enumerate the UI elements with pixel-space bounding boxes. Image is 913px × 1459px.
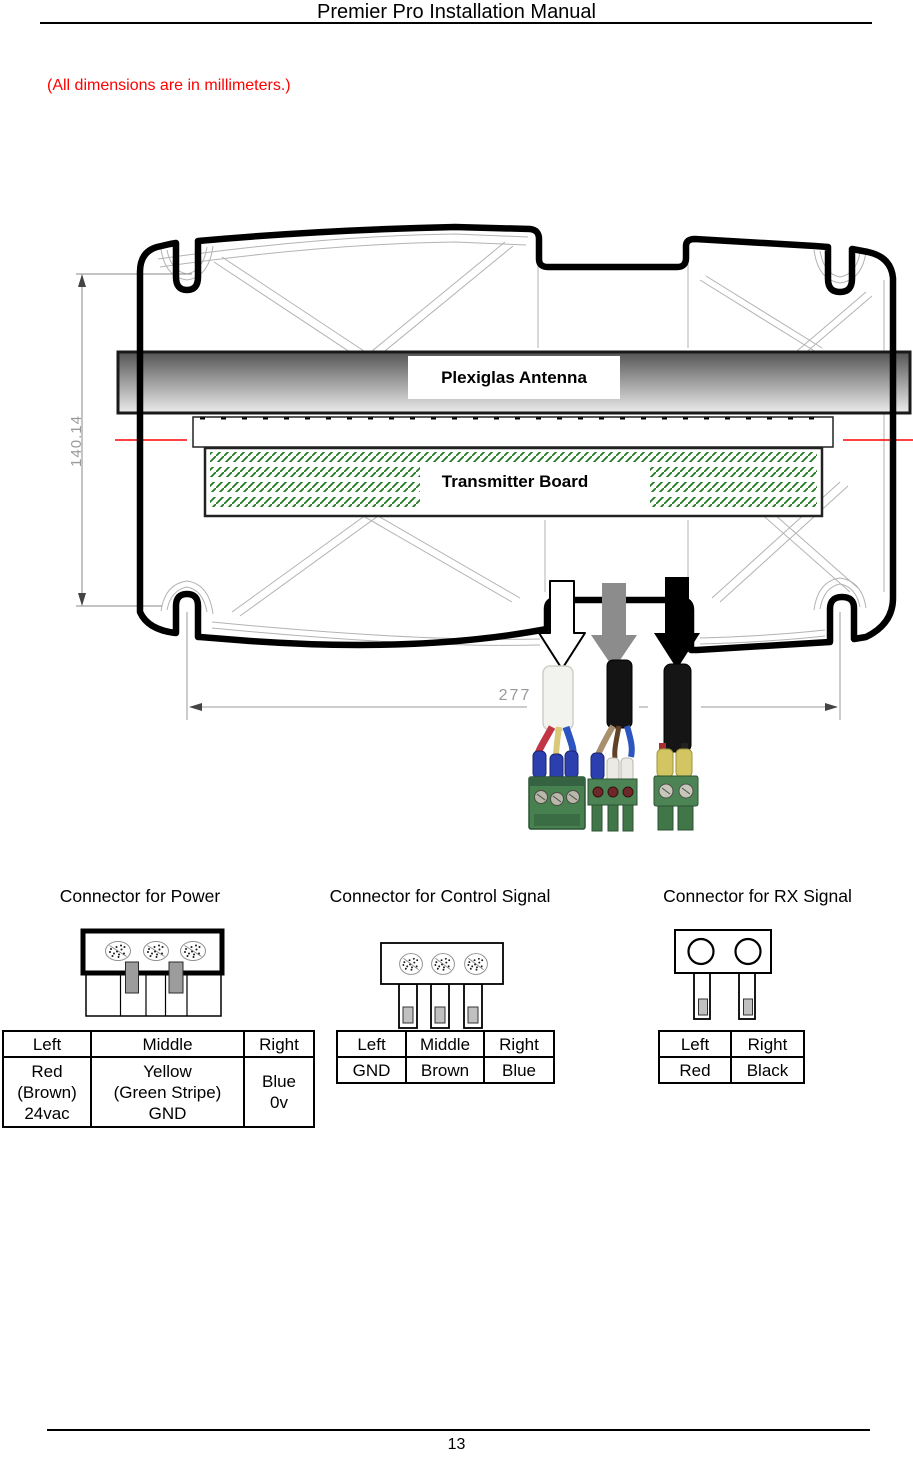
control-pinout-table: Left Middle Right GND Brown Blue bbox=[336, 1030, 555, 1084]
width-dimension-label: 277 bbox=[498, 687, 532, 704]
rx-pinout-table: Left Right Red Black bbox=[658, 1030, 805, 1084]
power-pin-middle: Yellow (Green Stripe) GND bbox=[90, 1056, 245, 1128]
control-pin-left: GND bbox=[336, 1056, 407, 1084]
power-pin-left: Red (Brown) 24vac bbox=[2, 1056, 92, 1128]
spacer-bar bbox=[192, 416, 834, 448]
power-connector-title: Connector for Power bbox=[59, 886, 221, 906]
control-plug-photo bbox=[587, 659, 638, 832]
power-pinout-table: Left Middle Right Red (Brown) 24vac Yell… bbox=[2, 1030, 315, 1128]
rx-col-left: Left bbox=[658, 1030, 732, 1058]
plexiglas-antenna-label: Plexiglas Antenna bbox=[408, 356, 620, 399]
power-pin-right: Blue 0v bbox=[243, 1056, 315, 1128]
footer-rule bbox=[47, 1429, 870, 1431]
rx-connector-diagram bbox=[674, 929, 772, 1020]
dimension-140 bbox=[76, 273, 192, 607]
transmitter-board bbox=[203, 446, 824, 518]
control-cable-arrow-icon bbox=[591, 583, 637, 669]
control-col-middle: Middle bbox=[405, 1030, 485, 1058]
height-dimension-label: 140.14 bbox=[68, 415, 85, 467]
rx-connector-title: Connector for RX Signal bbox=[663, 886, 852, 906]
control-pin-right: Blue bbox=[483, 1056, 555, 1084]
rx-pin-left: Red bbox=[658, 1056, 732, 1084]
control-col-right: Right bbox=[483, 1030, 555, 1058]
control-col-left: Left bbox=[336, 1030, 407, 1058]
rx-pin-right: Black bbox=[730, 1056, 805, 1084]
power-col-left: Left bbox=[2, 1030, 92, 1058]
control-connector-diagram bbox=[380, 942, 504, 1029]
power-cable-arrow-icon bbox=[538, 580, 586, 670]
extrusion-outline bbox=[136, 223, 897, 654]
power-connector-diagram bbox=[80, 928, 225, 1017]
dimensions-note: (All dimensions are in millimeters.) bbox=[47, 77, 291, 94]
power-col-right: Right bbox=[243, 1030, 315, 1058]
header-rule bbox=[40, 22, 872, 24]
rx-cable-arrow-icon bbox=[654, 577, 700, 669]
page-number: 13 bbox=[447, 1436, 466, 1453]
rx-plug-photo bbox=[653, 663, 699, 831]
control-connector-title: Connector for Control Signal bbox=[329, 886, 551, 906]
power-col-middle: Middle bbox=[90, 1030, 245, 1058]
power-plug-photo bbox=[528, 665, 586, 830]
rx-col-right: Right bbox=[730, 1030, 805, 1058]
page-title: Premier Pro Installation Manual bbox=[316, 1, 596, 23]
extrusion-cross-section-drawing bbox=[76, 223, 913, 846]
dimension-277 bbox=[186, 612, 841, 720]
transmitter-board-label: Transmitter Board bbox=[424, 467, 606, 497]
control-pin-middle: Brown bbox=[405, 1056, 485, 1084]
